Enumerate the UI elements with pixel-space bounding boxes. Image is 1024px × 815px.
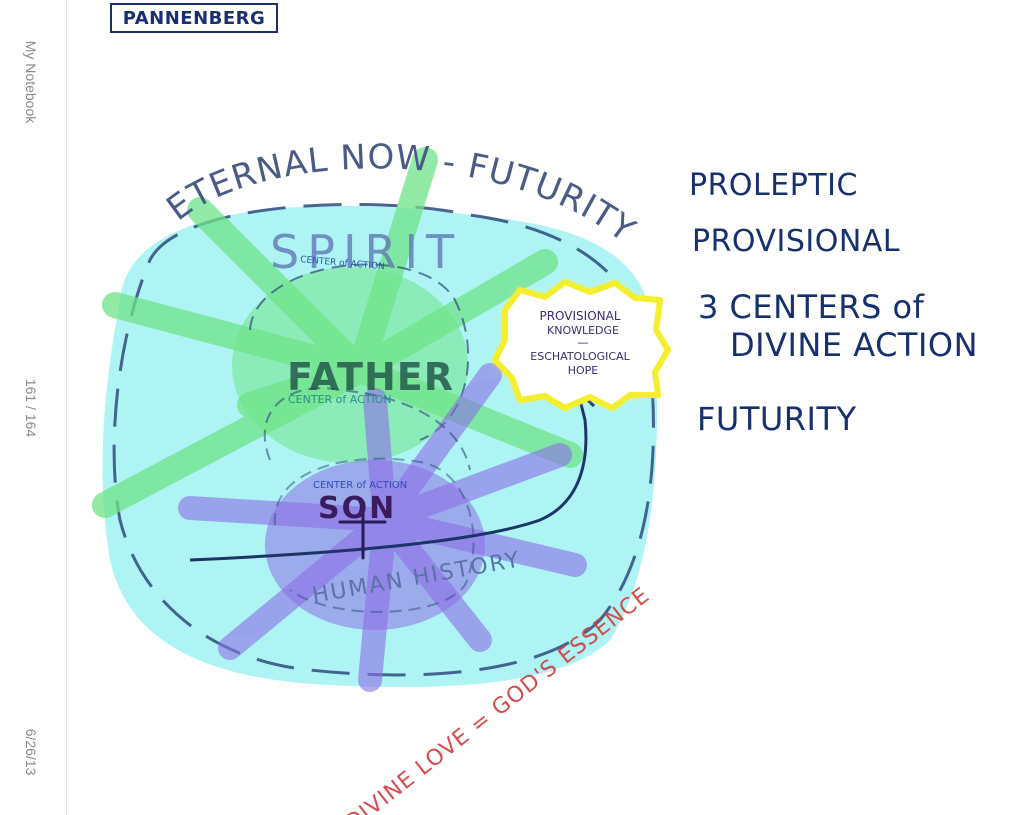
burst-line-3: — <box>578 336 589 349</box>
note-divine-action: DIVINE ACTION <box>730 326 979 364</box>
hope-burst <box>492 279 671 411</box>
note-futurity: FUTURITY <box>697 400 857 438</box>
cross-icon <box>338 506 387 560</box>
father-center-label: CENTER of ACTION <box>288 393 392 406</box>
father-sphere <box>232 267 468 463</box>
note-proleptic: PROLEPTIC <box>689 168 858 203</box>
son-ring <box>273 457 475 613</box>
father-ring <box>263 387 471 471</box>
son-sphere <box>265 460 485 630</box>
burst-text: PROVISIONAL KNOWLEDGE — ESCHATOLOGICAL H… <box>530 309 630 377</box>
spirit-label: SPIRIT <box>270 225 462 279</box>
father-label: FATHER <box>287 355 454 399</box>
burst-line-5: HOPE <box>568 364 599 377</box>
note-provisional: PROVISIONAL <box>692 224 901 259</box>
history-arrow <box>189 399 588 562</box>
son-label: SON <box>318 491 396 526</box>
burst-line-1: PROVISIONAL <box>539 309 620 323</box>
spirit-ring <box>249 263 470 441</box>
burst-line-2: KNOWLEDGE <box>547 324 619 337</box>
son-center-label: CENTER of ACTION <box>313 480 407 491</box>
page-margin: My Notebook 161 / 164 6/26/13 <box>0 0 67 815</box>
burst-line-4: ESCHATOLOGICAL <box>530 350 630 363</box>
page-title: PANNENBERG <box>110 3 278 33</box>
dashed-outline <box>112 202 655 677</box>
note-centers: 3 CENTERS of <box>698 288 925 326</box>
